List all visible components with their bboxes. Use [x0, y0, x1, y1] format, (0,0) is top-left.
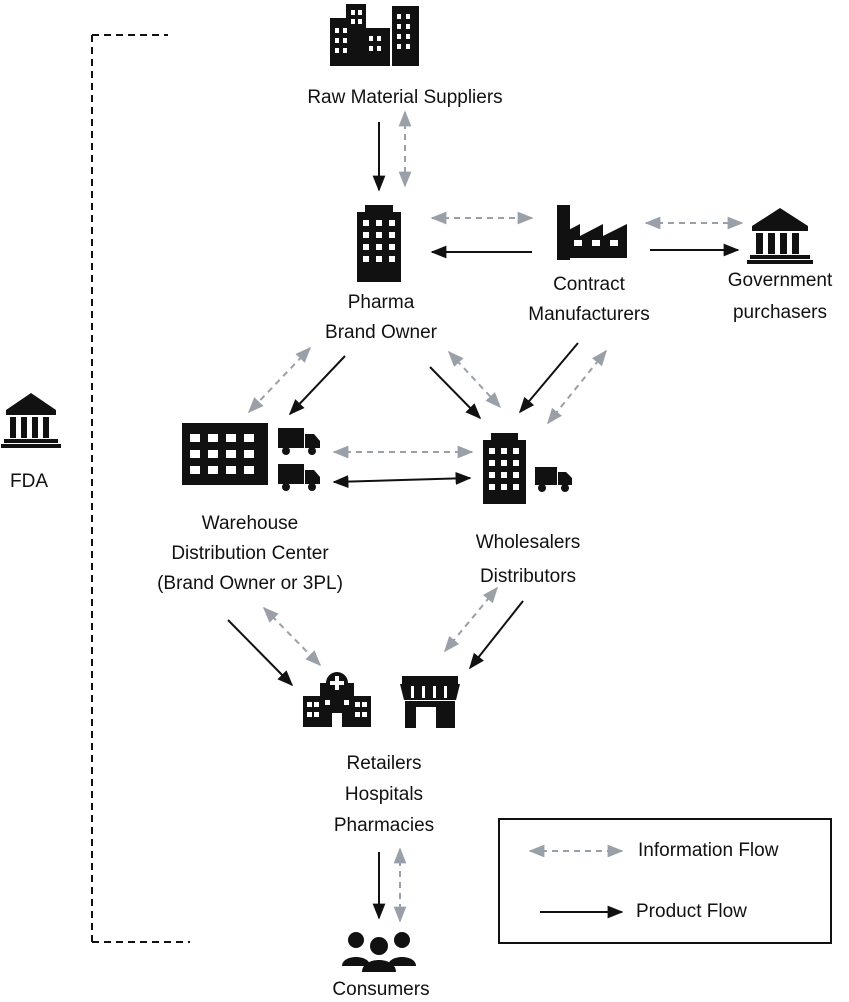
consumers-label: Consumers [332, 978, 429, 1002]
retailers-label: Retailers Hospitals Pharmacies [334, 748, 434, 841]
warehouse-label-line-3: (Brand Owner or 3PL) [157, 573, 343, 594]
warehouse-label-line-2: Distribution Center [171, 543, 329, 564]
office-building-icon [357, 205, 401, 282]
pharma-brand-owner-label: Pharma Brand Owner [325, 288, 437, 348]
wholesalers-label-line-1: Wholesalers [475, 532, 581, 553]
retailers-label-line-1: Retailers [346, 753, 422, 774]
people-group-icon [342, 932, 416, 972]
info-flow-warehouse-retailers [262, 606, 322, 667]
info-flow-pharma-wholesalers [447, 350, 502, 409]
retailers-label-line-3: Pharmacies [333, 815, 435, 836]
raw-material-suppliers-label: Raw Material Suppliers [307, 86, 502, 110]
truck-icon [535, 467, 572, 492]
warehouse-label-line-1: Warehouse [201, 513, 299, 534]
pharma-brand-owner-label-line-1: Pharma [347, 292, 415, 313]
legend-box [498, 818, 832, 944]
info-flow-wholesalers-retailers [443, 586, 499, 653]
consumers-label-line-1: Consumers [332, 979, 430, 1000]
city-buildings-icon [330, 4, 419, 66]
hospital-icon [303, 672, 371, 727]
store-icon [400, 676, 460, 728]
product-flow-contract-to-wholesalers [518, 342, 579, 414]
wholesalers-label: Wholesalers Distributors [476, 526, 581, 594]
product-flow-pharma-to-warehouse [288, 355, 346, 416]
government-purchasers-label-line-2: purchasers [732, 302, 827, 323]
office-building-icon [483, 433, 526, 504]
factory-icon [557, 205, 627, 260]
fda-label-line-1: FDA [10, 471, 48, 492]
fda-oversight-bracket [91, 34, 190, 943]
government-purchasers-label: Government purchasers [728, 265, 833, 329]
product-flow-wholesalers-to-retailers [469, 600, 524, 670]
contract-manufacturers-label: Contract Manufacturers [528, 270, 649, 330]
product-flow-warehouse-to-retailers [227, 619, 294, 687]
contract-manufacturers-label-line-1: Contract [553, 274, 625, 295]
fda-label: FDA [10, 470, 48, 494]
truck-icon [278, 428, 320, 455]
product-flow-warehouse-wholesalers [332, 472, 472, 488]
info-flow-pharma-warehouse [247, 346, 312, 414]
government-purchasers-label-line-1: Government [727, 270, 833, 291]
legend-product-flow-label: Product Flow [636, 901, 747, 922]
government-building-icon [747, 208, 813, 264]
warehouse-building-icon [182, 423, 268, 485]
government-building-icon [1, 393, 61, 448]
legend-information-flow-label: Information Flow [638, 840, 779, 861]
contract-manufacturers-label-line-2: Manufacturers [528, 304, 650, 325]
pharma-brand-owner-label-line-2: Brand Owner [325, 322, 437, 343]
wholesalers-label-line-2: Distributors [479, 566, 577, 587]
product-flow-pharma-to-wholesalers [429, 366, 482, 420]
truck-icon [278, 464, 320, 491]
information-flow-arrows [247, 110, 744, 923]
retailers-label-line-2: Hospitals [344, 784, 424, 805]
info-flow-contract-wholesalers [546, 349, 608, 425]
raw-material-suppliers-label-line-1: Raw Material Suppliers [307, 87, 503, 108]
warehouse-label: Warehouse Distribution Center (Brand Own… [157, 509, 343, 599]
